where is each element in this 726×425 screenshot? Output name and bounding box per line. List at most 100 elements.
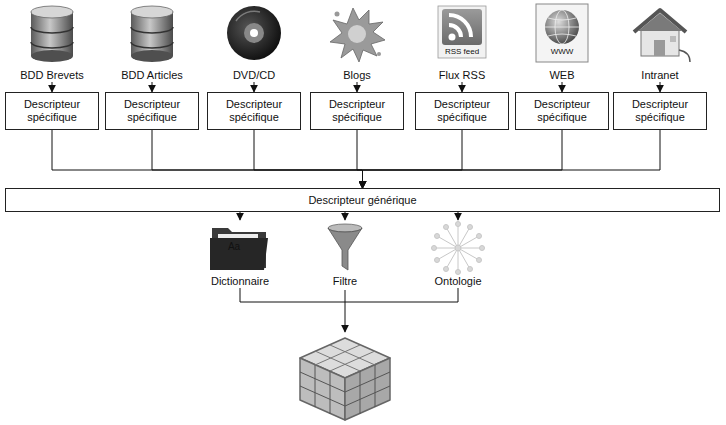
ontology-icon-part: [435, 234, 440, 239]
flow-arrow: [363, 130, 661, 188]
source-item: Intranet: [612, 0, 708, 82]
database-icon-part: [131, 6, 173, 18]
merge-lines-part: [240, 288, 458, 302]
flow-arrow: [357, 130, 363, 188]
database-icon-part: [31, 6, 73, 18]
node-text: Descripteur spécifique: [208, 98, 300, 124]
ontology-icon-part: [435, 258, 440, 263]
flow-arrow: [462, 82, 463, 92]
database-icon-part: [131, 42, 173, 48]
ontology-icon-part: [444, 225, 449, 230]
node-text: Descripteur spécifique: [6, 98, 98, 124]
node-text: DVD/CD: [233, 69, 275, 82]
web-icon-part: [548, 18, 576, 36]
node-text: Descripteur spécifique: [106, 98, 198, 124]
flow-arrow: [660, 82, 661, 92]
node-text: Descripteur spécifique: [311, 98, 403, 124]
flow-arrow: [254, 82, 255, 92]
ontology-icon-part: [477, 258, 482, 263]
blog-splash-icon-part: [377, 52, 381, 56]
merge-lines: [240, 288, 458, 332]
ontology-icon-part: [446, 227, 458, 248]
folder-icon-part: [210, 238, 268, 270]
blog-splash-icon-part: [330, 8, 385, 62]
house-icon-part: [638, 13, 682, 31]
tool-item: Filtre: [300, 220, 390, 288]
blog-splash-icon-part: [335, 12, 340, 17]
rss-icon: [438, 6, 486, 58]
icon-caption: Aa: [228, 241, 240, 253]
ontology-icon-part: [437, 248, 458, 260]
specific-descriptor-box: Descripteur spécifique: [5, 92, 99, 130]
node-text: Descripteur spécifique: [516, 98, 608, 124]
ontology-icon-part: [477, 234, 482, 239]
house-icon-part: [679, 50, 690, 62]
specific-descriptor-box: Descripteur spécifique: [613, 92, 707, 130]
blog-splash-icon-part: [348, 25, 366, 43]
house-icon-part: [654, 40, 665, 56]
ontology-icon-part: [458, 224, 459, 248]
flow-arrow: [254, 130, 363, 188]
ontology-icon-part: [444, 267, 449, 272]
rss-icon-part: [449, 15, 471, 37]
cube-icon-part: [345, 365, 390, 414]
ontology-icon-part: [468, 225, 473, 230]
node-text: WEB: [549, 69, 574, 82]
database-icon: [31, 6, 73, 62]
tool-item: Dictionnaire: [195, 220, 285, 288]
flow-arrow: [345, 212, 346, 220]
database-icon-part: [131, 50, 173, 62]
rss-icon-part: [438, 6, 486, 58]
web-icon-part: [545, 10, 579, 44]
generic-descriptor-box: Descripteur générique: [5, 188, 720, 212]
flow-arrow: [52, 82, 53, 92]
disc-icon-part: [227, 6, 281, 60]
flow-arrow: [357, 82, 358, 92]
ontology-icon-part: [458, 248, 470, 269]
icon-caption: WWW: [551, 47, 574, 57]
rss-icon-part: [449, 25, 461, 37]
folder-icon: [210, 228, 268, 270]
funnel-icon-part: [328, 228, 362, 270]
web-icon-part: [536, 4, 588, 62]
ontology-icon-part: [456, 222, 461, 227]
database-icon: [131, 6, 173, 62]
source-item: DVD/CD: [206, 0, 302, 82]
cube-icon-part: [300, 365, 345, 414]
flow-arrow: [240, 212, 241, 220]
specific-descriptor-box: Descripteur spécifique: [515, 92, 609, 130]
source-item: WEB: [514, 0, 610, 82]
house-icon-part: [641, 30, 679, 56]
node-text: Descripteur spécifique: [614, 98, 706, 124]
specific-descriptor-box: Descripteur spécifique: [415, 92, 509, 130]
web-icon: [536, 4, 588, 62]
blog-splash-icon: [330, 8, 385, 62]
node-text: Intranet: [641, 69, 678, 82]
ontology-icon: [432, 222, 485, 275]
source-item: Flux RSS: [414, 0, 510, 82]
node-text: Flux RSS: [439, 69, 485, 82]
ontology-icon-part: [456, 270, 461, 275]
ontology-icon-part: [432, 246, 437, 251]
ontology-icon-part: [468, 267, 473, 272]
database-icon-part: [31, 12, 73, 56]
node-text: Dictionnaire: [211, 275, 269, 288]
disc-icon-part: [250, 29, 258, 37]
node-text: Ontologie: [434, 275, 481, 288]
house-icon-part: [670, 36, 676, 42]
rss-icon-part: [442, 9, 482, 45]
node-text: Filtre: [333, 275, 357, 288]
merge-lines-part: [345, 302, 346, 332]
database-icon-part: [31, 42, 73, 48]
ontology-icon-part: [458, 248, 459, 272]
house-icon-part: [634, 10, 686, 32]
source-item: Blogs: [309, 0, 405, 82]
flow-arrow: [363, 130, 463, 188]
rss-icon-part: [449, 34, 456, 41]
database-icon-part: [131, 12, 173, 56]
source-item: BDD Articles: [104, 0, 200, 82]
specific-descriptor-box: Descripteur spécifique: [310, 92, 404, 130]
ontology-icon-part: [458, 236, 479, 248]
database-icon-part: [31, 50, 73, 62]
